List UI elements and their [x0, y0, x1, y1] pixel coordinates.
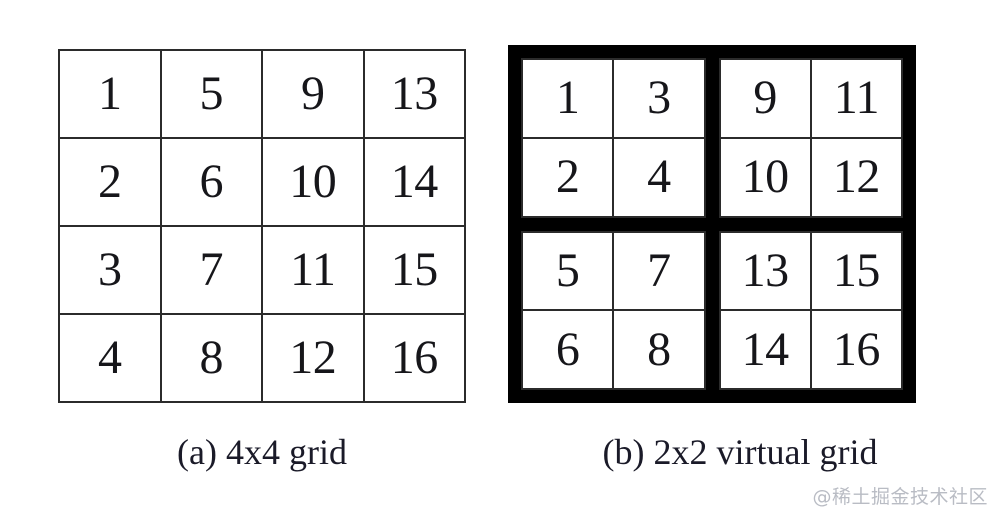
- cell-number: 16: [390, 331, 439, 384]
- grid-cell: 3: [614, 60, 704, 137]
- grid-cell: 8: [614, 311, 704, 388]
- grid-cell: 10: [720, 138, 810, 216]
- virtual-block-top-left: 1 3 2 4: [521, 58, 706, 218]
- caption-text: 4x4 grid: [225, 432, 347, 472]
- grid-cell: 11: [263, 227, 365, 315]
- grid-cell: 4: [60, 315, 162, 403]
- cell-number: 13: [390, 67, 439, 120]
- virtual-block-top-right: 9 11 10 12: [718, 58, 903, 218]
- grid-cell: 5: [523, 232, 613, 310]
- cell-number: 2: [555, 150, 580, 204]
- watermark: @稀土掘金技术社区: [812, 486, 988, 508]
- cell-number: 11: [290, 243, 336, 296]
- grid-cell: 1: [523, 60, 613, 137]
- cell-number: 16: [832, 322, 881, 376]
- grid-4x4: 1 5 9 13 2 6 10 14 3 7 11 15 4 8 12 16: [58, 49, 466, 403]
- cell-number: 5: [555, 243, 580, 297]
- grid-cell: 8: [161, 315, 263, 403]
- grid-cell: 16: [364, 315, 466, 403]
- cell-number: 2: [98, 155, 122, 208]
- cell-number: 9: [301, 67, 325, 120]
- grid-cell: 13: [364, 51, 466, 139]
- cell-number: 3: [647, 71, 671, 125]
- grid-cell: 7: [614, 232, 704, 310]
- grid-2x2-virtual: 1 3 2 4 9 11 10 12 5 7 6 8 13 15 14 16: [508, 45, 916, 403]
- grid-cell: 2: [523, 138, 613, 216]
- grid-cell: 15: [811, 232, 901, 310]
- caption-tag: (a): [177, 432, 217, 472]
- cell-number: 7: [199, 243, 224, 296]
- grid-cell: 12: [811, 138, 901, 216]
- grid-cell: 16: [811, 311, 901, 388]
- cell-number: 6: [555, 322, 580, 376]
- caption-panel-b: (b)2x2 virtual grid: [478, 432, 1002, 473]
- cell-number: 10: [741, 150, 790, 204]
- caption-text: 2x2 virtual grid: [653, 432, 878, 472]
- cell-number: 4: [98, 331, 122, 384]
- grid-cell: 10: [263, 139, 365, 227]
- grid-cell: 11: [811, 60, 901, 137]
- grid-cell: 6: [161, 139, 263, 227]
- grid-cell: 7: [161, 227, 263, 315]
- cell-number: 5: [199, 67, 224, 120]
- cell-number: 6: [199, 155, 224, 208]
- grid-cell: 14: [364, 139, 466, 227]
- grid-cell: 1: [60, 51, 162, 139]
- cell-number: 13: [741, 243, 790, 297]
- caption-panel-a: (a)4x4 grid: [0, 432, 524, 473]
- grid-cell: 15: [364, 227, 466, 315]
- cell-number: 4: [647, 150, 671, 204]
- grid-cell: 6: [523, 311, 613, 388]
- grid-cell: 14: [720, 311, 810, 388]
- cell-number: 14: [741, 322, 790, 376]
- grid-cell: 2: [60, 139, 162, 227]
- cell-number: 10: [289, 155, 337, 208]
- virtual-block-bottom-left: 5 7 6 8: [521, 230, 706, 390]
- cell-number: 1: [555, 71, 580, 125]
- cell-number: 15: [832, 243, 881, 297]
- cell-number: 9: [753, 71, 777, 125]
- virtual-block-bottom-right: 13 15 14 16: [718, 230, 903, 390]
- cell-number: 8: [647, 322, 671, 376]
- cell-number: 7: [647, 243, 671, 297]
- grid-cell: 12: [263, 315, 365, 403]
- caption-tag: (b): [602, 432, 645, 472]
- grid-cell: 3: [60, 227, 162, 315]
- grid-cell: 9: [263, 51, 365, 139]
- cell-number: 14: [390, 155, 439, 208]
- cell-number: 15: [390, 243, 439, 296]
- cell-number: 3: [98, 243, 122, 296]
- grid-cell: 4: [614, 138, 704, 216]
- grid-cell: 9: [720, 60, 810, 137]
- cell-number: 11: [833, 71, 880, 125]
- cell-number: 8: [199, 331, 224, 384]
- grid-cell: 13: [720, 232, 810, 310]
- cell-number: 1: [98, 67, 122, 120]
- cell-number: 12: [289, 331, 337, 384]
- cell-number: 12: [832, 150, 881, 204]
- grid-cell: 5: [161, 51, 263, 139]
